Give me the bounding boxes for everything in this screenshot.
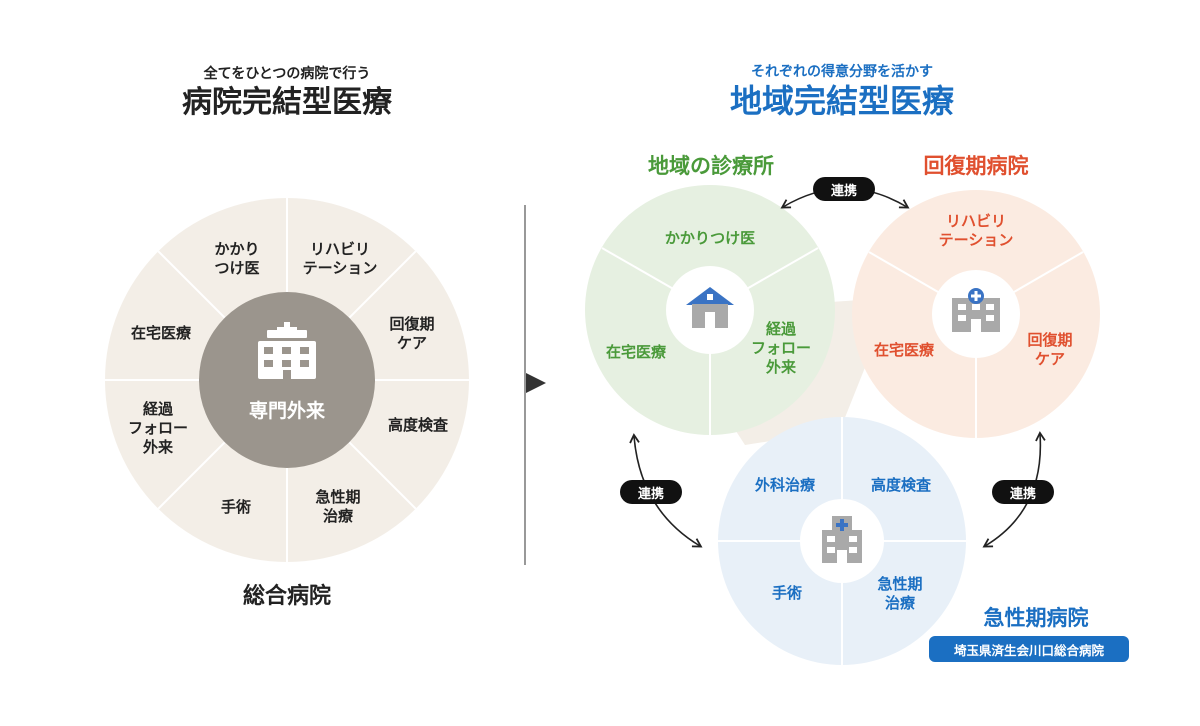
acute-item: 外科治療: [754, 476, 815, 494]
acute-item: 手術: [771, 584, 802, 602]
left-segment-label: 在宅医療: [130, 324, 191, 342]
clinic-circle: [585, 185, 835, 435]
clinic-house-icon: [686, 287, 734, 328]
left-segment-label: 高度検査: [387, 416, 448, 434]
left-title: 病院完結型医療: [182, 85, 392, 120]
recovery-item: 回復期 ケア: [1027, 331, 1073, 368]
left-center-label: 専門外来: [248, 400, 325, 422]
left-segment-label: 経過 フォロー 外来: [127, 400, 188, 456]
recovery-circle: [852, 190, 1100, 438]
left-segment-label: 回復期 ケア: [389, 315, 435, 352]
clinic-item: 経過 フォロー 外来: [750, 320, 811, 376]
left-segment-label: リハビリ テーション: [302, 240, 378, 277]
clinic-name: 地域の診療所: [648, 154, 774, 178]
acute-circle: [718, 417, 966, 665]
left-wheel: [105, 198, 469, 562]
link-label-left: 連携: [620, 480, 682, 504]
clinic-item: 在宅医療: [605, 343, 666, 361]
clinic-item: かかりつけ医: [664, 229, 756, 247]
left-segment-label: かかり つけ医: [214, 240, 260, 277]
recovery-item: 在宅医療: [873, 341, 934, 359]
recovery-name: 回復期病院: [923, 154, 1029, 178]
acute-name: 急性期病院: [983, 606, 1089, 630]
right-subtitle: それぞれの得意分野を活かす: [751, 64, 933, 80]
acute-item: 急性期 治療: [877, 575, 923, 612]
left-caption: 総合病院: [242, 584, 331, 609]
recovery-item: リハビリ テーション: [938, 212, 1014, 249]
hospital-cross-icon: [822, 516, 862, 563]
acute-item: 高度検査: [870, 476, 931, 494]
left-wheel-center: [199, 292, 375, 468]
link-label-top: 連携: [813, 177, 875, 201]
triangle-right-icon: [526, 373, 546, 393]
right-title: 地域完結型医療: [729, 82, 954, 120]
acute-hospital-name-badge: 埼玉県済生会川口総合病院: [929, 636, 1129, 662]
left-segment-label: 手術: [220, 498, 251, 516]
left-subtitle: 全てをひとつの病院で行う: [203, 66, 371, 82]
link-label-right: 連携: [992, 480, 1054, 504]
hospital-icon: [952, 288, 1000, 332]
left-segment-label: 急性期 治療: [315, 488, 361, 525]
